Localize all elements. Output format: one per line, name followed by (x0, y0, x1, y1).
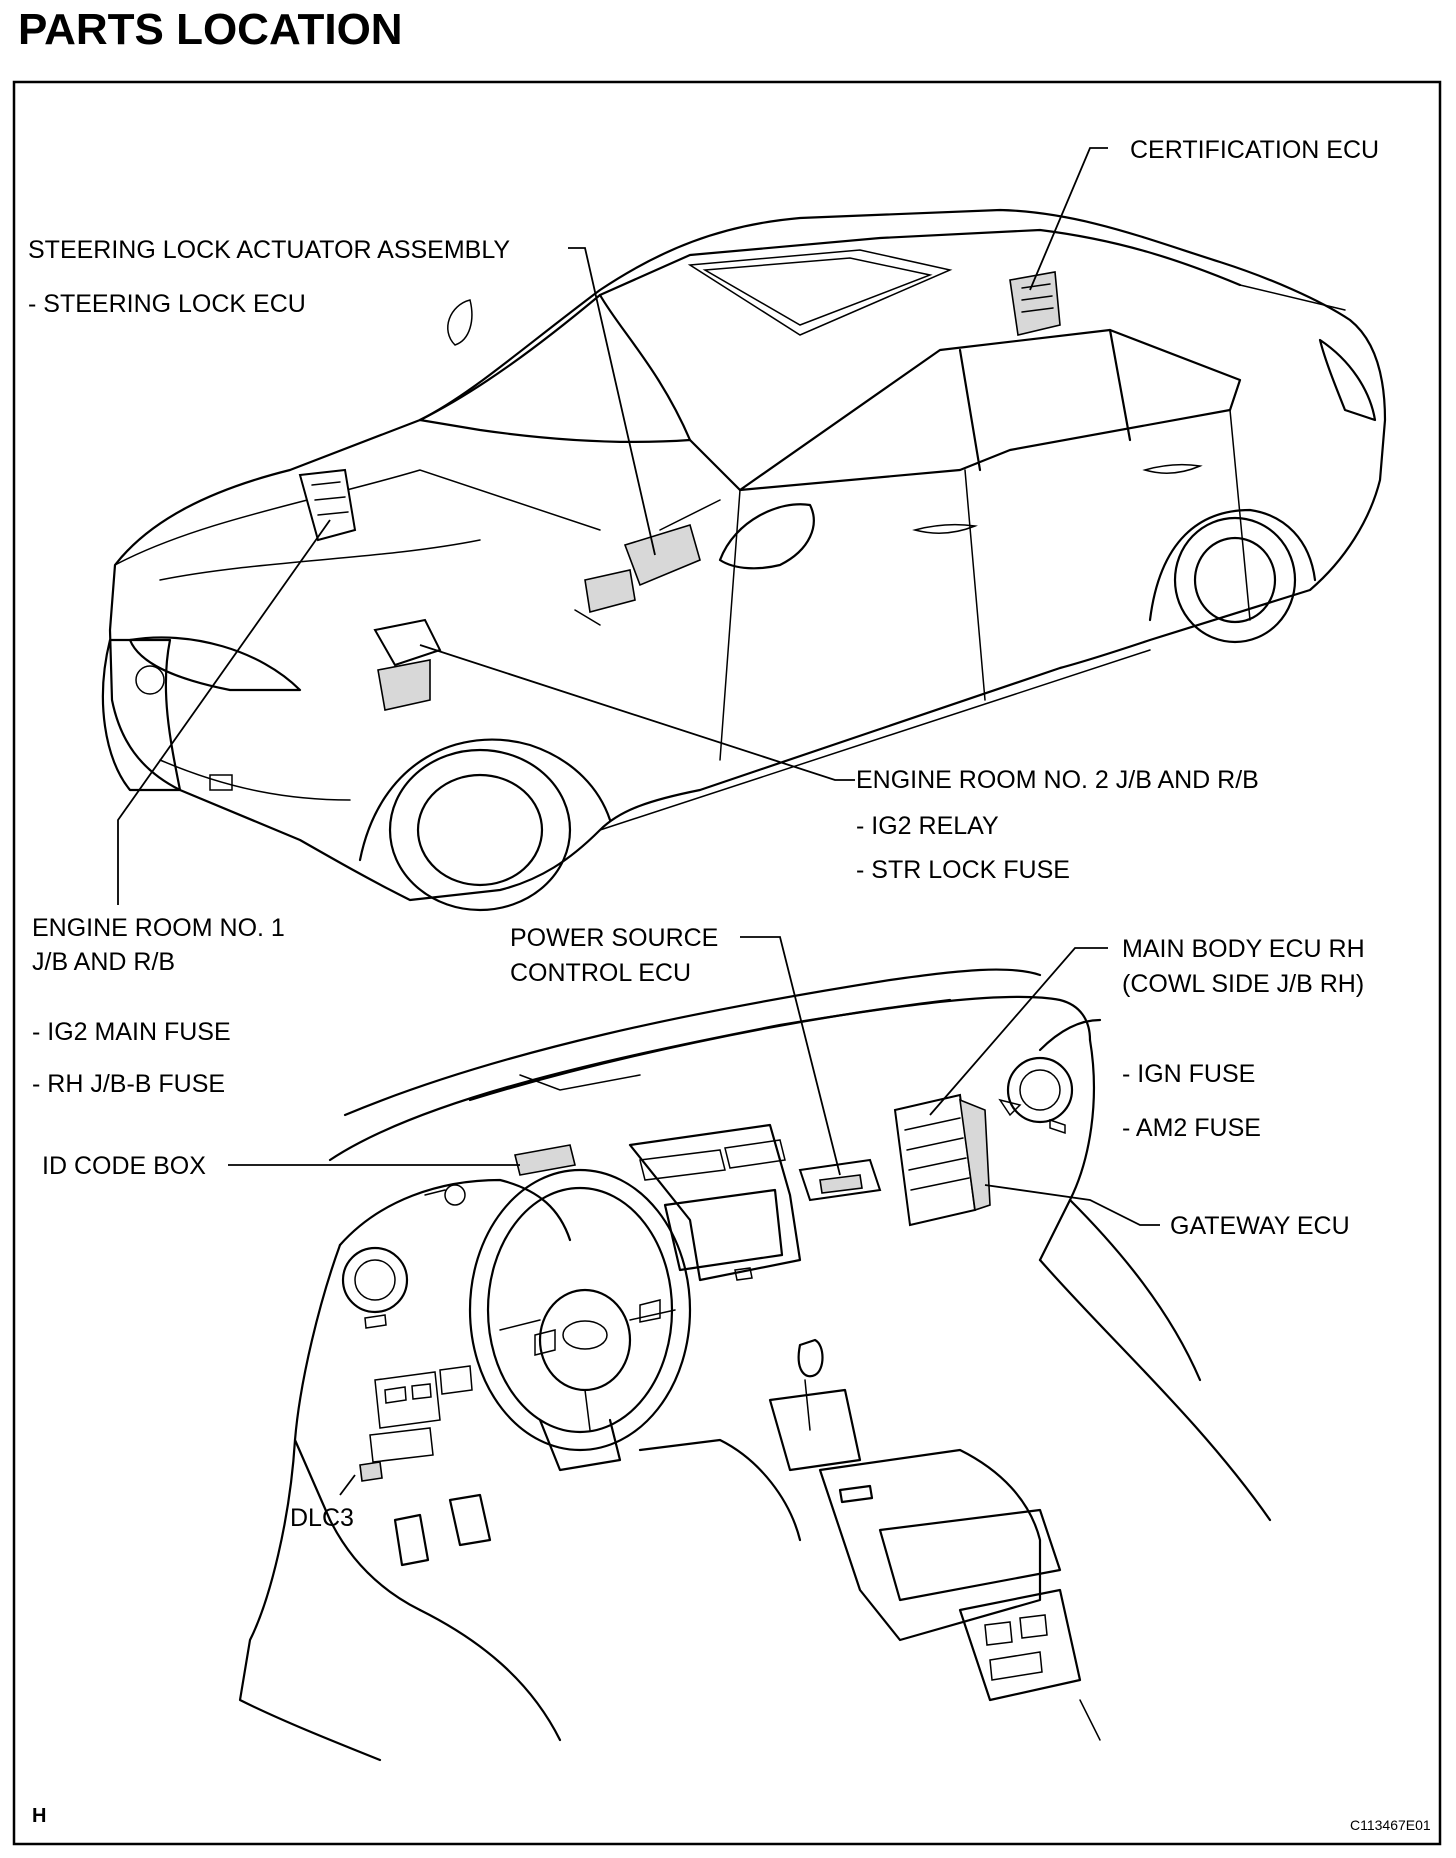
power-source-control-ecu-part (798, 1158, 882, 1202)
leader-engine-room-1 (117, 519, 331, 905)
dlc3-part (359, 1461, 383, 1482)
label-power-source-line2: CONTROL ECU (510, 959, 691, 987)
leader-dlc3 (339, 1474, 356, 1496)
certification-ecu-part (1009, 271, 1061, 336)
leader-steering-lock (568, 247, 656, 556)
label-steering-lock-assembly: STEERING LOCK ACTUATOR ASSEMBLY (28, 236, 510, 264)
leader-main-body-ecu (929, 947, 1108, 1116)
label-certification-ecu: CERTIFICATION ECU (1130, 136, 1379, 164)
figure-code: C113467E01 (1350, 1817, 1431, 1833)
label-power-source-line1: POWER SOURCE (510, 924, 718, 952)
label-am2-fuse: - AM2 FUSE (1122, 1114, 1261, 1142)
engine-room-2-jb-part (373, 618, 442, 711)
label-engine-room-1-line2: J/B AND R/B (32, 948, 175, 976)
leader-gateway-ecu (984, 1184, 1160, 1226)
label-ig2-relay: - IG2 RELAY (856, 812, 999, 840)
car-exterior-drawing (101, 208, 1387, 912)
label-main-body-line1: MAIN BODY ECU RH (1122, 935, 1365, 963)
steering-lock-actuator-part (574, 499, 721, 626)
corner-letter: H (32, 1805, 46, 1827)
engine-room-1-jb-part (298, 468, 357, 542)
figure-frame (12, 80, 1442, 1846)
page-title: PARTS LOCATION (18, 5, 403, 54)
leader-power-source (740, 936, 841, 1176)
label-main-body-line2: (COWL SIDE J/B RH) (1122, 970, 1364, 998)
car-interior-drawing (238, 968, 1272, 1762)
label-id-code-box: ID CODE BOX (42, 1152, 206, 1180)
label-engine-room-2: ENGINE ROOM NO. 2 J/B AND R/B (856, 766, 1259, 794)
label-rh-jb-b-fuse: - RH J/B-B FUSE (32, 1070, 225, 1098)
label-engine-room-1-line1: ENGINE ROOM NO. 1 (32, 914, 285, 942)
label-gateway-ecu: GATEWAY ECU (1170, 1212, 1350, 1240)
id-code-box-part (514, 1144, 576, 1176)
label-str-lock-fuse: - STR LOCK FUSE (856, 856, 1070, 884)
label-dlc3: DLC3 (290, 1504, 354, 1532)
leader-engine-room-2 (419, 644, 855, 781)
label-steering-lock-ecu: - STEERING LOCK ECU (28, 290, 306, 318)
leader-certification-ecu (1029, 147, 1108, 291)
label-ign-fuse: - IGN FUSE (1122, 1060, 1255, 1088)
main-body-ecu-part (893, 1093, 991, 1227)
label-ig2-main-fuse: - IG2 MAIN FUSE (32, 1018, 231, 1046)
